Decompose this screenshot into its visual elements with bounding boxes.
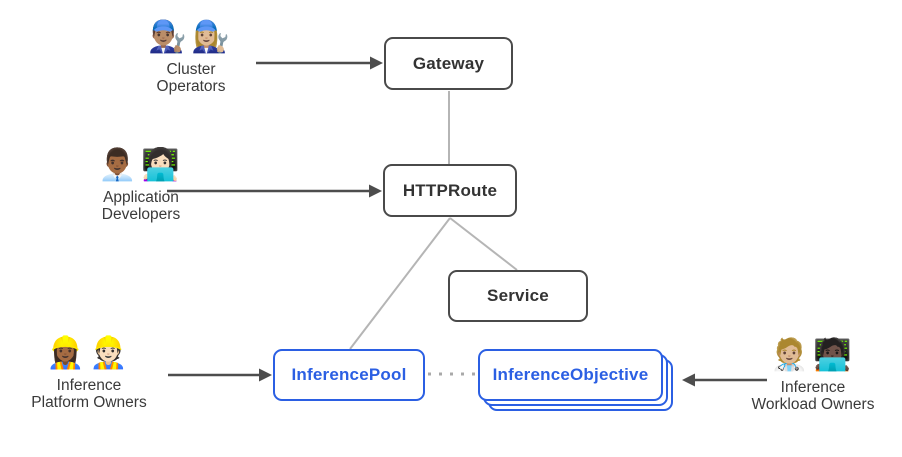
node-inference-objective: InferenceObjective: [478, 349, 663, 401]
node-inference-pool-label: InferencePool: [291, 365, 407, 384]
node-inference-objective-stack: InferenceObjective: [478, 349, 673, 411]
node-gateway: Gateway: [384, 37, 513, 90]
cluster-operators-label-line1: Cluster: [166, 61, 216, 78]
actor-inference-platform-owners: 👷🏾‍♀️👷🏻 Inference Platform Owners: [4, 334, 174, 411]
inference-workload-owners-label-line2: Workload Owners: [751, 396, 875, 413]
node-service: Service: [448, 270, 588, 322]
inference-platform-owners-label: Inference Platform Owners: [31, 377, 146, 411]
node-service-label: Service: [487, 286, 549, 305]
inference-workload-owners-label-line1: Inference: [780, 379, 846, 396]
inference-platform-owners-label-line2: Platform Owners: [31, 394, 147, 411]
cluster-operators-label: Cluster Operators: [157, 61, 226, 95]
node-inference-pool: InferencePool: [273, 349, 425, 401]
node-gateway-label: Gateway: [412, 53, 485, 73]
node-httproute-label: HTTPRoute: [402, 180, 498, 200]
application-developers-label-line2: Developers: [101, 206, 181, 223]
actor-inference-workload-owners: 🧑🏼‍⚕️🧑🏿‍💻 Inference Workload Owners: [728, 336, 898, 413]
workload-owners-scientist-technologist-emoji-icon: 🧑🏼‍⚕️🧑🏿‍💻: [770, 337, 856, 372]
edge-httproute-inferencepool: [349, 217, 451, 350]
inference-workload-owners-label: Inference Workload Owners: [752, 379, 875, 413]
application-developers-office-technologist-emoji-icon: 👨🏾‍💼👩🏻‍💻: [98, 147, 184, 182]
inference-platform-owners-label-line1: Inference: [56, 377, 122, 394]
platform-owners-construction-workers-emoji-icon: 👷🏾‍♀️👷🏻: [46, 335, 132, 370]
actor-application-developers: 👨🏾‍💼👩🏻‍💻 Application Developers: [56, 146, 226, 223]
cluster-operators-mechanics-emoji-icon: 👨🏽‍🔧👩🏼‍🔧: [148, 19, 234, 54]
application-developers-label-line1: Application: [103, 189, 179, 206]
application-developers-label: Application Developers: [102, 189, 180, 223]
node-inference-objective-label: InferenceObjective: [492, 365, 649, 384]
cluster-operators-label-line2: Operators: [156, 78, 226, 95]
node-httproute: HTTPRoute: [383, 164, 517, 217]
edge-httproute-service: [449, 217, 518, 271]
arrow-platform-owners-to-inferencepool: [168, 368, 272, 382]
actor-cluster-operators: 👨🏽‍🔧👩🏼‍🔧 Cluster Operators: [106, 18, 276, 95]
